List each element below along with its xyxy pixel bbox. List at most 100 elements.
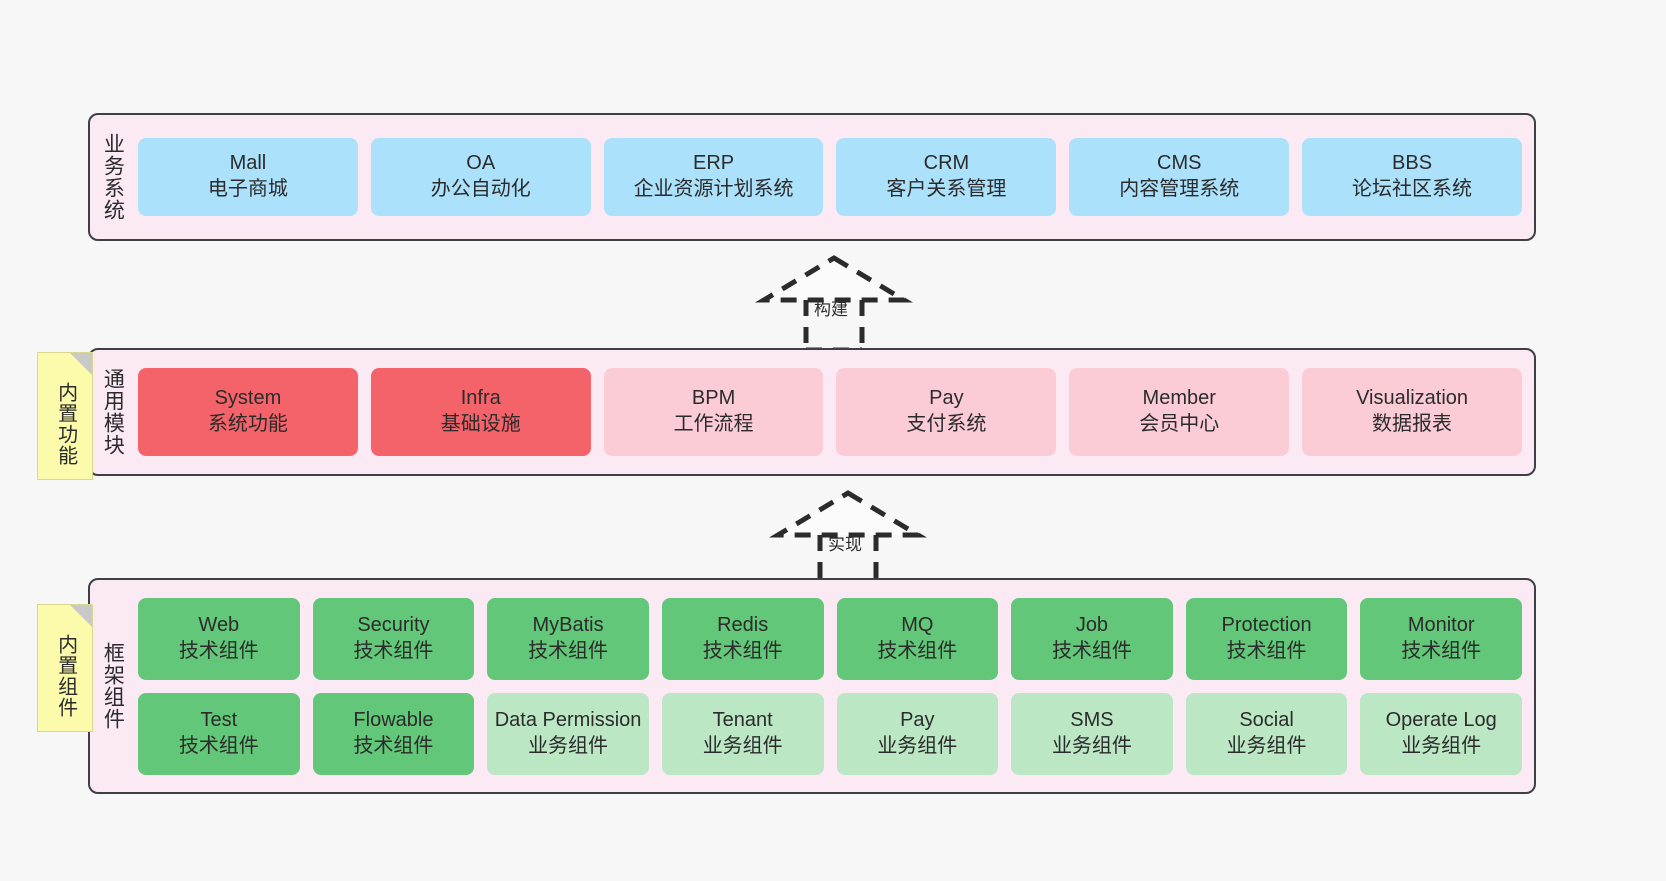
component-card-title: Operate Log: [1385, 708, 1497, 731]
component-card-operate-log[interactable]: Operate Log 业务组件: [1360, 692, 1522, 775]
module-card-subtitle: 办公自动化: [430, 178, 531, 200]
module-card-title: Member: [1142, 387, 1216, 410]
sticky-note-label: 内置组件: [54, 634, 77, 718]
component-card-title: Test: [200, 708, 238, 731]
sticky-note-builtin-components: 内置组件: [37, 604, 93, 732]
framework-business-row: Test 技术组件 Flowable 技术组件 Data Permission …: [138, 692, 1522, 775]
component-card-data-permission[interactable]: Data Permission 业务组件: [487, 692, 649, 775]
component-card-job[interactable]: Job 技术组件: [1011, 597, 1173, 680]
module-card-pay[interactable]: Pay 支付系统: [836, 368, 1057, 456]
component-card-subtitle: 技术组件: [353, 734, 434, 757]
module-card-subtitle: 企业资源计划系统: [633, 178, 794, 200]
module-card-subtitle: 数据报表: [1372, 413, 1453, 435]
component-card-social[interactable]: Social 业务组件: [1185, 692, 1348, 775]
component-card-subtitle: 技术组件: [1051, 639, 1132, 662]
layer-common-modules: 通用模块 System 系统功能 Infra 基础设施 BPM 工作流程 Pay…: [88, 348, 1536, 476]
component-card-subtitle: 业务组件: [1051, 734, 1132, 757]
component-card-subtitle: 技术组件: [702, 639, 783, 662]
component-card-subtitle: 技术组件: [528, 639, 609, 662]
component-card-security[interactable]: Security 技术组件: [312, 597, 475, 680]
component-card-tenant[interactable]: Tenant 业务组件: [661, 692, 824, 775]
component-card-subtitle: 技术组件: [877, 639, 958, 662]
layer-body-framework-components: Web 技术组件 Security 技术组件 MyBatis 技术组件 Redi…: [134, 580, 1534, 792]
module-card-bbs[interactable]: BBS 论坛社区系统: [1302, 138, 1522, 216]
sticky-note-label: 内置功能: [54, 382, 77, 466]
component-card-title: Tenant: [712, 708, 773, 731]
connector-label-implement: 实现: [828, 535, 862, 554]
component-card-subtitle: 技术组件: [1401, 639, 1482, 662]
note-fold-corner: [70, 353, 92, 375]
module-card-subtitle: 客户关系管理: [886, 178, 1007, 200]
module-card-visualization[interactable]: Visualization 数据报表: [1302, 368, 1522, 456]
component-card-mq[interactable]: MQ 技术组件: [836, 597, 999, 680]
module-card-title: BBS: [1392, 152, 1433, 175]
component-card-monitor[interactable]: Monitor 技术组件: [1360, 597, 1522, 680]
layer-body-business-systems: Mall 电子商城 OA 办公自动化 ERP 企业资源计划系统 CRM 客户关系…: [134, 115, 1534, 239]
component-card-title: Redis: [717, 613, 769, 636]
component-card-mybatis[interactable]: MyBatis 技术组件: [487, 597, 649, 680]
module-card-erp[interactable]: ERP 企业资源计划系统: [603, 138, 824, 216]
component-card-title: MyBatis: [532, 613, 604, 636]
layer-framework-components: 框架组件 Web 技术组件 Security 技术组件 MyBatis 技术组件…: [88, 578, 1536, 794]
connector-implement: 实现: [768, 487, 928, 588]
component-card-subtitle: 技术组件: [353, 639, 434, 662]
component-card-subtitle: 技术组件: [1226, 639, 1307, 662]
component-card-redis[interactable]: Redis 技术组件: [661, 597, 824, 680]
component-card-title: Pay: [900, 708, 935, 731]
component-card-subtitle: 业务组件: [702, 734, 783, 757]
connector-label-build: 构建: [814, 300, 848, 319]
module-card-title: System: [214, 387, 282, 410]
module-card-title: Mall: [229, 152, 267, 175]
module-card-infra[interactable]: Infra 基础设施: [370, 368, 591, 456]
component-card-subtitle: 技术组件: [178, 734, 259, 757]
component-card-test[interactable]: Test 技术组件: [138, 692, 300, 775]
component-card-web[interactable]: Web 技术组件: [138, 597, 300, 680]
module-card-crm[interactable]: CRM 客户关系管理: [836, 138, 1057, 216]
component-card-protection[interactable]: Protection 技术组件: [1185, 597, 1348, 680]
module-card-subtitle: 电子商城: [207, 178, 288, 200]
module-card-bpm[interactable]: BPM 工作流程: [603, 368, 824, 456]
component-card-title: Social: [1239, 708, 1294, 731]
module-card-cms[interactable]: CMS 内容管理系统: [1069, 138, 1290, 216]
connector-build: 构建: [754, 252, 914, 353]
component-card-title: Job: [1075, 613, 1109, 636]
component-card-title: Data Permission: [494, 708, 642, 731]
layer-title-framework-components: 框架组件: [101, 642, 125, 730]
sticky-note-builtin-features: 内置功能: [37, 352, 93, 480]
component-card-pay[interactable]: Pay 业务组件: [836, 692, 999, 775]
note-fold-corner: [70, 605, 92, 627]
component-card-subtitle: 业务组件: [1401, 734, 1482, 757]
layer-body-common-modules: System 系统功能 Infra 基础设施 BPM 工作流程 Pay 支付系统…: [134, 350, 1534, 474]
module-card-title: CRM: [923, 152, 970, 175]
module-card-title: BPM: [691, 387, 736, 410]
component-card-title: Web: [198, 613, 240, 636]
component-card-sms[interactable]: SMS 业务组件: [1011, 692, 1173, 775]
module-card-system[interactable]: System 系统功能: [138, 368, 358, 456]
module-card-title: Visualization: [1356, 387, 1469, 410]
layer-title-common-modules: 通用模块: [101, 368, 125, 456]
module-card-title: Infra: [460, 387, 501, 410]
component-card-title: Flowable: [353, 708, 434, 731]
module-card-title: Pay: [929, 387, 964, 410]
component-card-title: Protection: [1221, 613, 1312, 636]
module-card-oa[interactable]: OA 办公自动化: [370, 138, 591, 216]
layer-business-systems: 业务系统 Mall 电子商城 OA 办公自动化 ERP 企业资源计划系统 CRM…: [88, 113, 1536, 241]
module-card-subtitle: 会员中心: [1139, 413, 1220, 435]
component-card-title: MQ: [901, 613, 934, 636]
layer-title-business-systems: 业务系统: [101, 133, 125, 221]
module-card-subtitle: 系统功能: [207, 413, 288, 435]
module-card-title: CMS: [1157, 152, 1202, 175]
module-card-member[interactable]: Member 会员中心: [1069, 368, 1290, 456]
component-card-subtitle: 业务组件: [1226, 734, 1307, 757]
module-card-subtitle: 支付系统: [906, 413, 987, 435]
component-card-title: Security: [357, 613, 430, 636]
component-card-title: Monitor: [1407, 613, 1475, 636]
component-card-flowable[interactable]: Flowable 技术组件: [312, 692, 475, 775]
framework-tech-row: Web 技术组件 Security 技术组件 MyBatis 技术组件 Redi…: [138, 597, 1522, 680]
module-card-subtitle: 内容管理系统: [1119, 178, 1240, 200]
module-card-subtitle: 基础设施: [440, 413, 521, 435]
module-card-mall[interactable]: Mall 电子商城: [138, 138, 358, 216]
module-card-subtitle: 论坛社区系统: [1352, 178, 1473, 200]
module-card-title: ERP: [693, 152, 735, 175]
component-card-subtitle: 技术组件: [178, 639, 259, 662]
